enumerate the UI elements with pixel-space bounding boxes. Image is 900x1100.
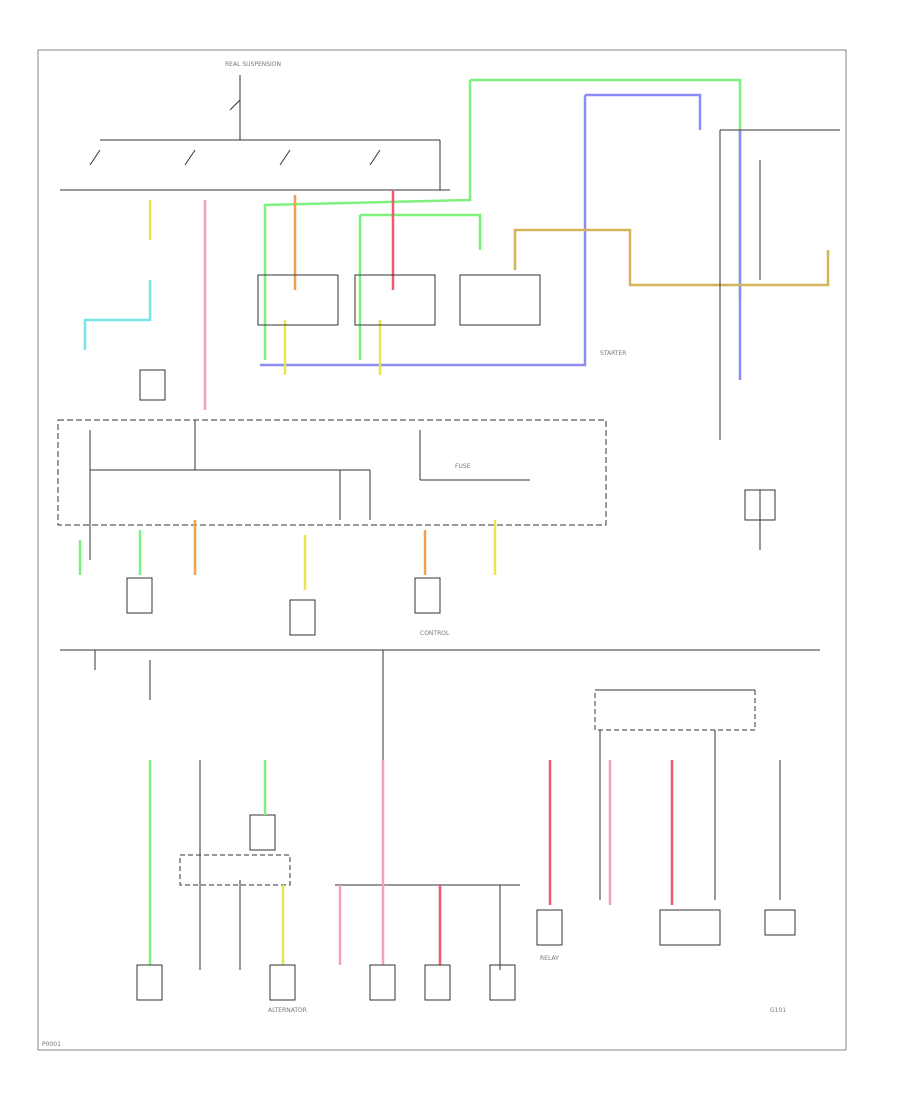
blue-wire-loop: [260, 93, 702, 367]
label-main-relay: REAL SUSPENSION: [225, 61, 281, 68]
label-fuse: FUSE: [455, 463, 471, 470]
footer-code: P0001: [42, 1041, 61, 1048]
bottom-row-components: [136, 964, 516, 1001]
fuse-box: [57, 419, 607, 560]
diagram-border: [37, 49, 847, 1051]
colored-wires-top: [83, 78, 830, 410]
top-switch-bus: [60, 75, 450, 191]
label-control: CONTROL: [420, 630, 450, 637]
label-starter: STARTER: [600, 350, 626, 357]
colored-wires-bottom: [148, 650, 674, 965]
label-ground: G101: [770, 1007, 786, 1014]
label-alternator: ALTERNATOR: [268, 1007, 307, 1014]
tan-wire: [513, 228, 830, 287]
green-wire-top: [263, 80, 472, 360]
label-relay: RELAY: [540, 955, 559, 962]
cyan-wire: [83, 280, 152, 350]
lower-components: [60, 577, 820, 970]
green-wire-mid: [358, 213, 482, 360]
fuse-output-wires: [78, 520, 497, 590]
diagram-labels: REAL SUSPENSION STARTER G101 FUSE CONTRO…: [42, 61, 786, 1048]
relay-boxes-top: [139, 129, 840, 550]
